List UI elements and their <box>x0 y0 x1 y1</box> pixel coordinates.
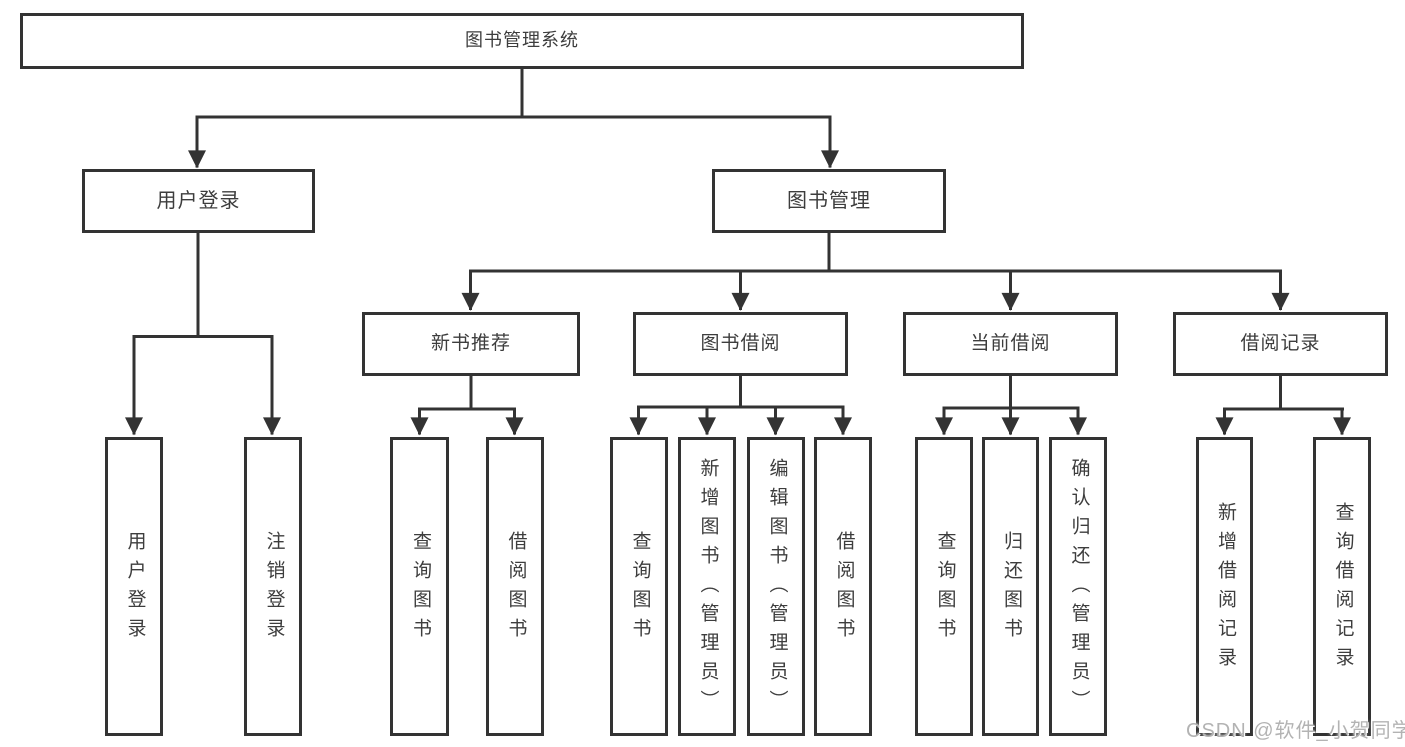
node-logout-leaf: 注销登录 <box>244 437 302 736</box>
edges-current-borrowing <box>935 375 1087 436</box>
node-query-books-current: 查询图书 <box>915 437 973 736</box>
node-confirm-return-admin: 确认归还（管理员） <box>1049 437 1107 736</box>
edges-user-login <box>125 233 281 436</box>
csdn-watermark: CSDN @软件_小贺同学 <box>1186 720 1405 742</box>
node-library-system: 图书管理系统 <box>20 13 1024 69</box>
node-return-books: 归还图书 <box>982 437 1039 736</box>
node-edit-books-admin: 编辑图书（管理员） <box>747 437 805 736</box>
edges-book-management <box>461 233 1290 311</box>
node-borrowing-records: 借阅记录 <box>1173 312 1388 376</box>
node-new-book-recommend: 新书推荐 <box>362 312 580 376</box>
edges-root <box>188 68 839 169</box>
node-add-borrow-record: 新增借阅记录 <box>1196 437 1253 736</box>
node-user-login: 用户登录 <box>82 169 315 233</box>
node-book-borrowing: 图书借阅 <box>633 312 848 376</box>
node-borrow-books-recommend: 借阅图书 <box>486 437 544 736</box>
edges-borrowing-records <box>1215 375 1351 436</box>
node-query-books-recommend: 查询图书 <box>390 437 449 736</box>
node-query-books-borrowing: 查询图书 <box>610 437 668 736</box>
node-query-borrow-record: 查询借阅记录 <box>1313 437 1371 736</box>
node-add-books-admin: 新增图书（管理员） <box>678 437 736 736</box>
node-current-borrowing: 当前借阅 <box>903 312 1118 376</box>
edges-new-book-recommend <box>410 375 524 436</box>
node-user-login-leaf: 用户登录 <box>105 437 163 736</box>
node-borrow-books-borrowing: 借阅图书 <box>814 437 872 736</box>
node-book-management: 图书管理 <box>712 169 946 233</box>
edges-book-borrowing <box>629 375 852 436</box>
